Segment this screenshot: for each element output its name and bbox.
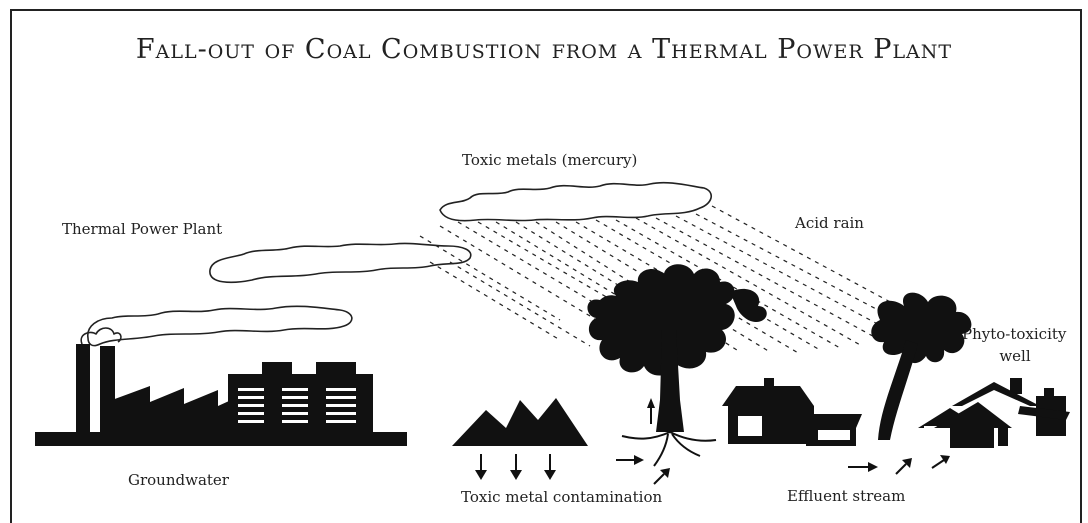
house-icon [722,378,862,446]
label-well: well [999,347,1031,365]
label-thermal-power-plant: Thermal Power Plant [62,220,222,238]
diagram-title: Fall-out of Coal Combustion from a Therm… [136,34,952,65]
label-phyto-toxicity: Phyto-toxicity [962,325,1067,343]
tree-icon [587,264,767,467]
diagram-frame [10,9,1082,523]
effluent-flow-arrows [616,455,950,485]
label-toxic-metal-contamination: Toxic metal contamination [461,488,662,506]
label-acid-rain: Acid rain [794,214,864,232]
plant-smoke-cloud [87,305,353,347]
label-effluent-stream: Effluent stream [787,487,905,505]
houses-icon [918,378,1070,448]
power-plant-icon [35,327,407,446]
terrain-icon [452,398,588,480]
label-groundwater: Groundwater [128,471,230,489]
label-toxic-metals: Toxic metals (mercury) [462,151,637,169]
acid-rain-cloud [209,242,472,284]
toxic-metals-cloud [439,181,712,222]
palm-tree-icon [871,292,972,440]
